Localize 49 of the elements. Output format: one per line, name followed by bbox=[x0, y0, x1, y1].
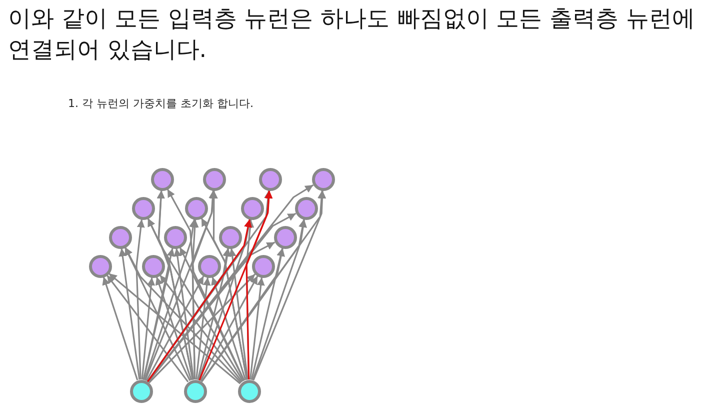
output-neuron-circle bbox=[252, 254, 274, 278]
output-neuron-circle bbox=[132, 196, 154, 220]
output-neuron-circle bbox=[218, 226, 242, 248]
output-neuron-circle bbox=[258, 168, 282, 190]
arrow bbox=[148, 274, 256, 384]
arrow bbox=[246, 190, 273, 380]
arrow bbox=[200, 276, 258, 382]
arrow bbox=[228, 248, 248, 380]
arrow bbox=[124, 246, 242, 384]
arrow bbox=[159, 274, 243, 382]
arrow bbox=[249, 277, 265, 380]
arrow bbox=[102, 276, 138, 380]
arrow bbox=[136, 219, 145, 380]
output-neuron-circle bbox=[108, 226, 132, 248]
output-neuron-circle bbox=[198, 254, 220, 278]
input-neuron-circle bbox=[130, 380, 152, 402]
arrow bbox=[252, 190, 326, 381]
output-neuron-circle bbox=[88, 254, 112, 278]
input-neuron-circle bbox=[238, 380, 260, 402]
output-neuron-circle bbox=[142, 254, 164, 278]
arrow bbox=[141, 277, 156, 380]
output-neuron-circle bbox=[164, 226, 186, 248]
arrow bbox=[174, 248, 194, 380]
step-text: 1. 각 뉴런의 가중치를 초기화 합니다. bbox=[68, 96, 254, 111]
arrow bbox=[201, 219, 306, 382]
arrow bbox=[211, 276, 246, 380]
output-neuron-circle bbox=[150, 168, 174, 190]
output-neuron-circle bbox=[312, 168, 334, 190]
arrow bbox=[124, 246, 191, 382]
output-neuron-circle bbox=[240, 196, 264, 220]
arrow bbox=[179, 247, 245, 381]
arrow bbox=[200, 248, 285, 382]
output-neuron-circle bbox=[294, 196, 318, 220]
arrow bbox=[146, 276, 204, 382]
heading-text: 이와 같이 모든 입력층 뉴런은 하나도 빠짐없이 모든 출력층 뉴런에 연결되어 있습니다. bbox=[8, 5, 696, 65]
arrow bbox=[118, 248, 140, 380]
arrow bbox=[195, 277, 211, 380]
output-neuron-circle bbox=[202, 168, 226, 190]
output-neuron-circle bbox=[184, 196, 208, 220]
output-neuron-circle bbox=[274, 226, 296, 248]
arrow bbox=[142, 248, 175, 380]
arrow bbox=[166, 188, 245, 381]
arrow bbox=[106, 274, 189, 382]
input-neuron-circle bbox=[184, 380, 206, 402]
arrow bbox=[250, 248, 284, 380]
arrow bbox=[252, 219, 307, 380]
arrow bbox=[108, 272, 241, 384]
arrow bbox=[197, 248, 232, 380]
arrow bbox=[155, 276, 192, 380]
